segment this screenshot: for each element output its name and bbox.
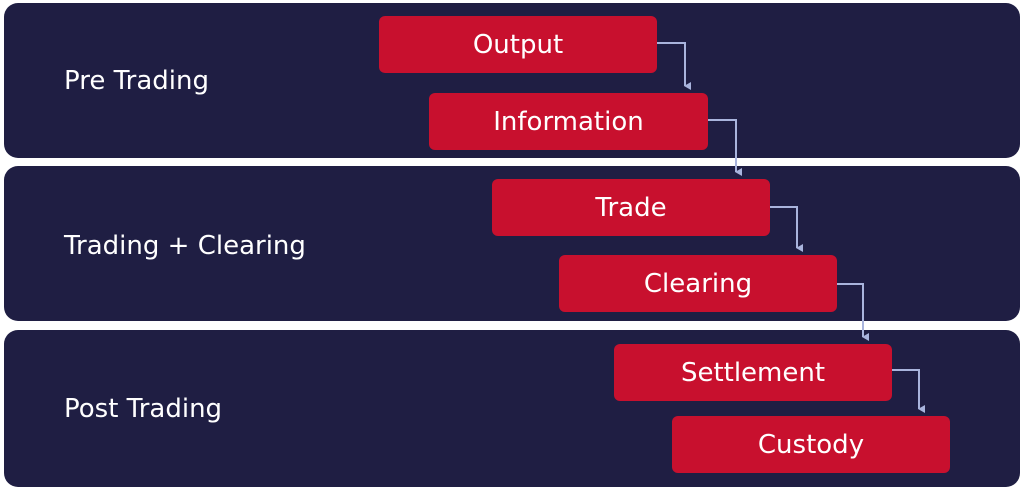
- step-output-label: Output: [472, 29, 564, 60]
- step-custody: Custody: [672, 416, 950, 473]
- band-label-pre-trading: Pre Trading: [64, 66, 209, 96]
- band-label-post-trading: Post Trading: [64, 394, 223, 424]
- band-label-trading-clearing: Trading + Clearing: [64, 231, 306, 261]
- step-trade-label: Trade: [595, 192, 667, 223]
- step-settlement-label: Settlement: [680, 357, 826, 388]
- step-settlement: Settlement: [614, 344, 892, 401]
- step-trade: Trade: [492, 179, 770, 236]
- step-information-label: Information: [493, 106, 644, 137]
- step-information: Information: [429, 93, 708, 150]
- step-output: Output: [379, 16, 657, 73]
- step-clearing-label: Clearing: [643, 268, 753, 299]
- step-custody-label: Custody: [757, 429, 865, 460]
- step-clearing: Clearing: [559, 255, 837, 312]
